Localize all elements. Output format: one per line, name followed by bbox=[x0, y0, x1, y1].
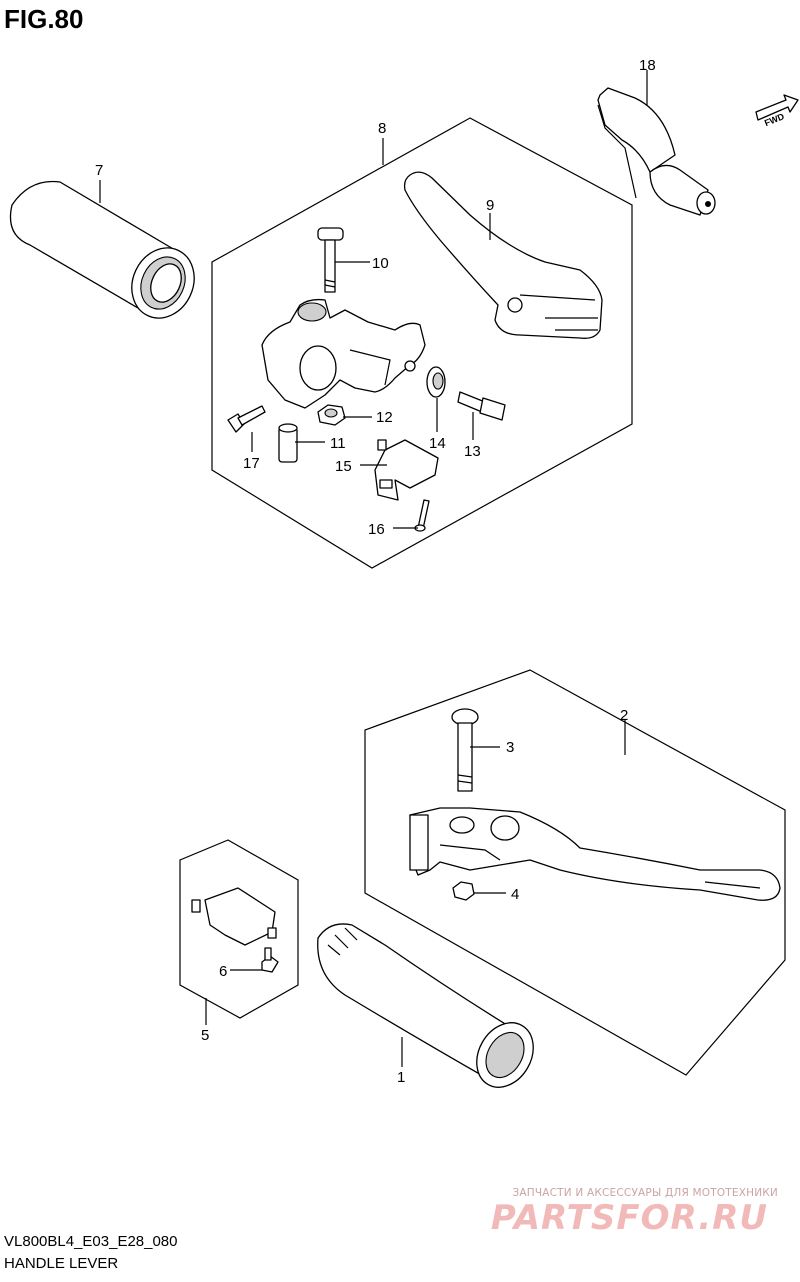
callout-14: 14 bbox=[429, 435, 446, 452]
lever-holder bbox=[261, 298, 426, 409]
callout-11: 11 bbox=[330, 435, 346, 452]
callout-15: 15 bbox=[335, 458, 352, 475]
grip-7 bbox=[9, 180, 195, 319]
watermark-logo: PARTSFOR.RU bbox=[490, 1198, 768, 1238]
forward-direction-arrow: FWD bbox=[755, 94, 799, 128]
bolt-13 bbox=[457, 391, 506, 421]
clutch-lever-9 bbox=[403, 171, 603, 339]
callout-2: 2 bbox=[620, 707, 628, 724]
callout-3: 3 bbox=[506, 739, 514, 756]
callout-1: 1 bbox=[397, 1069, 405, 1086]
callout-leaders bbox=[99, 70, 648, 1067]
bolt-10 bbox=[317, 227, 344, 293]
collar-11 bbox=[278, 423, 298, 463]
callout-7: 7 bbox=[95, 162, 103, 179]
bar-end-weight-18 bbox=[597, 87, 716, 216]
group-5-outline bbox=[179, 839, 299, 1019]
callout-12: 12 bbox=[376, 409, 393, 426]
callout-16: 16 bbox=[368, 521, 385, 538]
figure-code: VL800BL4_E03_E28_080 bbox=[4, 1233, 178, 1250]
callout-18: 18 bbox=[639, 57, 656, 74]
screw-17 bbox=[227, 405, 266, 433]
callout-6: 6 bbox=[219, 963, 227, 980]
callout-5: 5 bbox=[201, 1027, 209, 1044]
callout-17: 17 bbox=[243, 455, 260, 472]
callout-4: 4 bbox=[511, 886, 519, 903]
callout-9: 9 bbox=[486, 197, 494, 214]
nut-12 bbox=[317, 404, 346, 426]
nut-4 bbox=[452, 881, 475, 901]
callout-numbers: 1 2 3 4 5 6 7 8 9 10 11 12 13 14 15 16 1… bbox=[95, 57, 656, 1086]
group-8-outline bbox=[211, 117, 633, 569]
screw-16 bbox=[414, 499, 430, 532]
throttle-grip-1 bbox=[317, 923, 534, 1088]
switch-5 bbox=[191, 887, 277, 946]
callout-8: 8 bbox=[378, 120, 386, 137]
switch-15 bbox=[374, 439, 439, 501]
brake-lever-2 bbox=[409, 807, 781, 901]
figure-name: HANDLE LEVER bbox=[4, 1255, 119, 1272]
adjuster-14 bbox=[426, 366, 446, 398]
callout-10: 10 bbox=[372, 255, 389, 272]
group-2-outline bbox=[364, 669, 786, 1076]
screw-6 bbox=[261, 947, 279, 973]
figure-title: FIG.80 bbox=[4, 4, 84, 34]
bolt-3 bbox=[451, 708, 479, 792]
callout-13: 13 bbox=[464, 443, 481, 460]
watermark-tagline: ЗАПЧАСТИ И АКСЕССУАРЫ ДЛЯ МОТОТЕХНИКИ bbox=[512, 1187, 778, 1199]
